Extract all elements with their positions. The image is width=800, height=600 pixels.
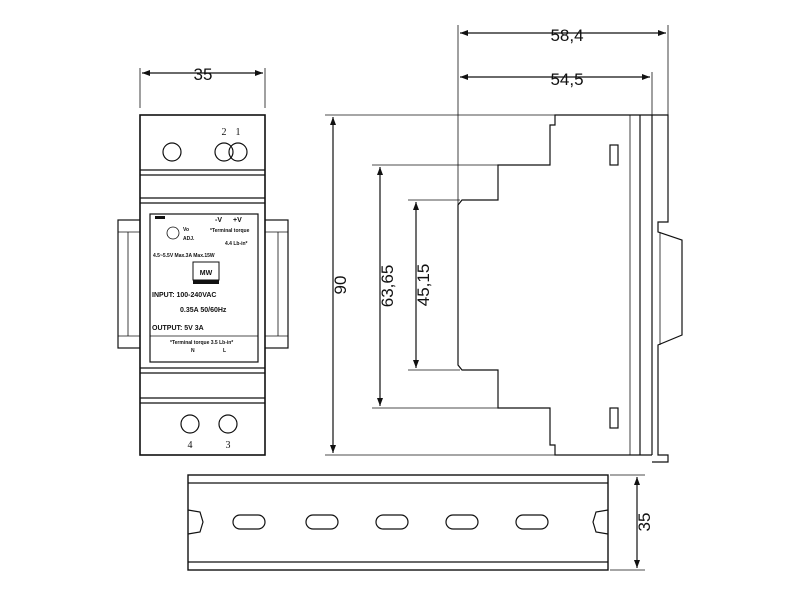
depth-body-label: 54,5 <box>550 70 583 89</box>
terminal-number: 4 <box>188 440 193 451</box>
step-outer-label: 63,65 <box>378 265 397 308</box>
brand-logo: MW <box>200 270 213 277</box>
side-housing-profile <box>457 114 652 456</box>
svg-text:INPUT: 100-240VAC: INPUT: 100-240VAC <box>152 292 216 299</box>
front-label-plate <box>149 213 259 363</box>
step-inner-label: 45,15 <box>414 264 433 307</box>
svg-text:ADJ.: ADJ. <box>183 236 195 242</box>
svg-text:-V: -V <box>215 217 222 224</box>
svg-text:*Terminal torque 3.5 Lb-in*: *Terminal torque 3.5 Lb-in* <box>170 340 233 346</box>
terminal-screw-icon <box>214 142 234 162</box>
svg-text:N: N <box>191 348 195 354</box>
svg-text:L: L <box>223 348 226 354</box>
terminal-screw-icon <box>180 414 200 434</box>
vent-slot <box>609 144 619 166</box>
terminal-number: 2 <box>222 127 227 138</box>
front-width-dimension: 35 <box>139 65 266 108</box>
rail-slot <box>375 514 409 530</box>
terminal-number: 3 <box>226 440 231 451</box>
din-rail-body <box>187 474 609 571</box>
height-label: 90 <box>331 276 350 295</box>
svg-text:*Terminal torque: *Terminal torque <box>210 228 250 234</box>
depth-total-label: 58,4 <box>550 26 583 45</box>
svg-text:4.4 Lb-in*: 4.4 Lb-in* <box>225 241 248 247</box>
front-view: 35 2 1 Vo ADJ. -V +V *Terminal torque 4.… <box>117 65 289 456</box>
front-housing <box>139 114 266 456</box>
din-clip-profile <box>652 114 683 463</box>
adjust-potentiometer-icon <box>166 226 180 240</box>
step-outer-dimension: 63,65 <box>372 164 498 409</box>
terminal-screw-icon <box>162 142 182 162</box>
side-depth-dimensions: 58,4 54,5 <box>457 25 669 205</box>
terminal-number: 1 <box>236 127 241 138</box>
svg-text:Vo: Vo <box>183 227 189 233</box>
rail-slot <box>515 514 549 530</box>
vent-slot <box>609 407 619 429</box>
svg-text:4.5~5.5V Max.3A Max.15W: 4.5~5.5V Max.3A Max.15W <box>153 253 215 259</box>
terminal-screw-icon <box>228 142 248 162</box>
svg-text:OUTPUT: 5V 3A: OUTPUT: 5V 3A <box>152 325 204 332</box>
rail-slot <box>445 514 479 530</box>
front-width-label: 35 <box>194 65 213 84</box>
step-inner-dimension: 45,15 <box>408 199 460 371</box>
rail-slot <box>232 514 266 530</box>
rail-slot <box>305 514 339 530</box>
rail-height-label: 35 <box>635 513 654 532</box>
side-view: 58,4 54,5 90 63,65 <box>325 25 683 463</box>
svg-text:0.35A 50/60Hz: 0.35A 50/60Hz <box>180 307 227 314</box>
svg-text:+V: +V <box>233 217 242 224</box>
din-rail-view: 35 <box>187 474 654 571</box>
height-dimension: 90 <box>325 114 555 456</box>
terminal-screw-icon <box>218 414 238 434</box>
